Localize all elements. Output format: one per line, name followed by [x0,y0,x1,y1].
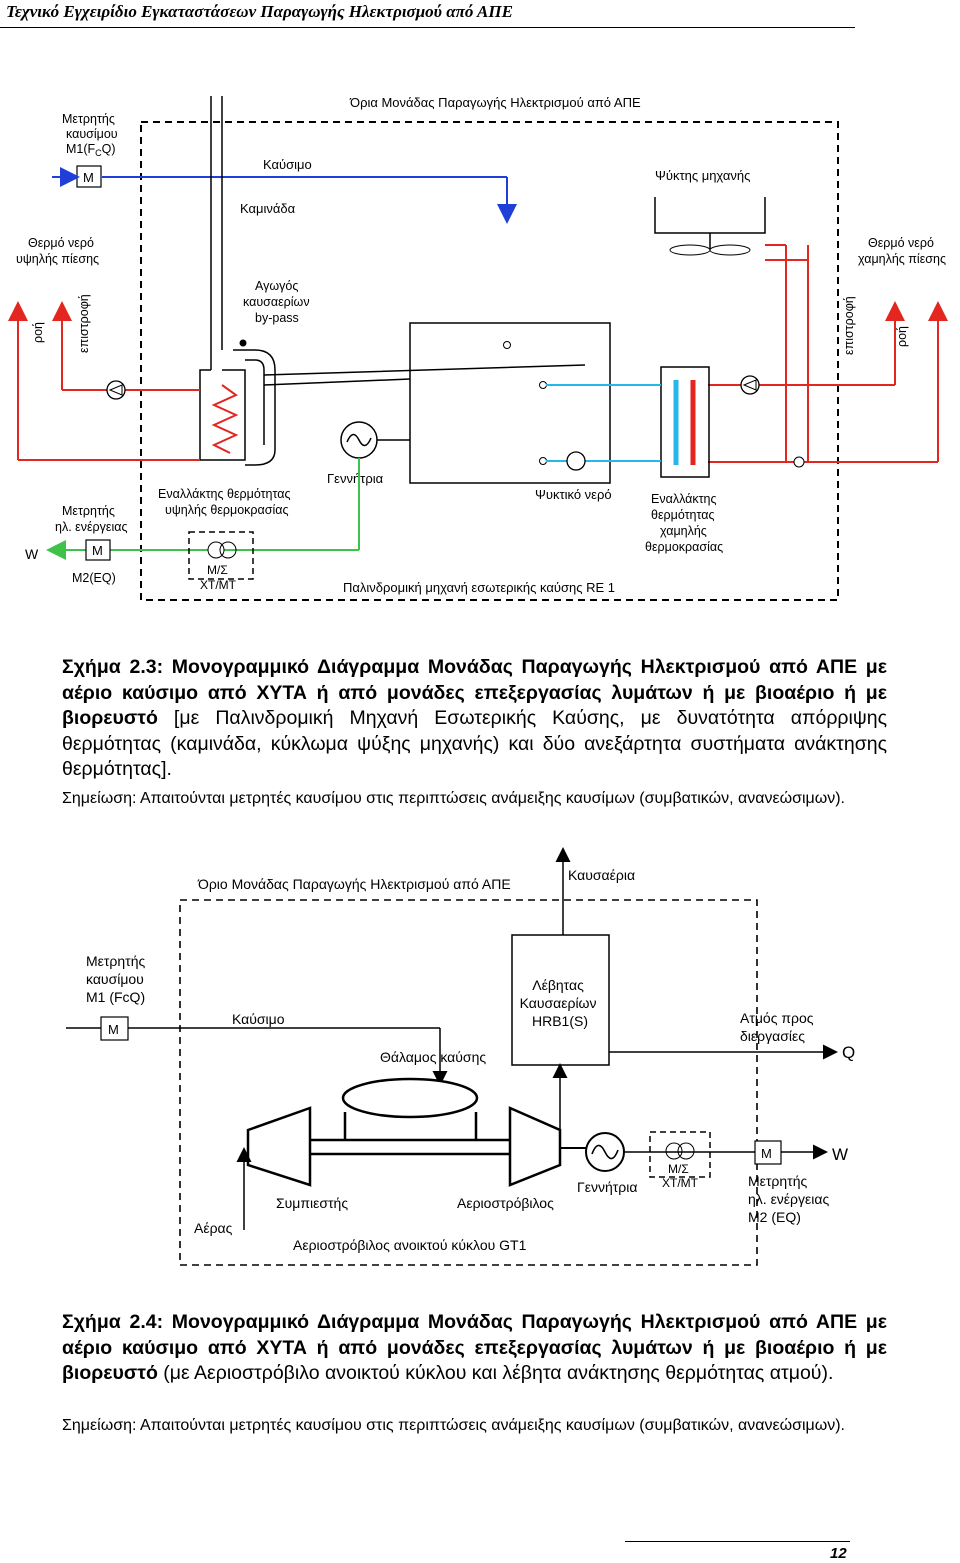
figure-2-3-note: Σημείωση: Απαιτούνται μετρητές καυσίμου … [62,790,845,807]
flow-label-left: ροή [31,322,45,343]
generator-label-2: Γεννήτρια [577,1179,637,1195]
fuel-meter-label: Μετρητής καυσίμου M1(FCQ) [62,112,121,158]
transformer-box [188,531,254,580]
meter-el-box-2 [754,1140,782,1165]
transformer-symbol-2 [665,1142,683,1160]
hot-lp-label: Θερμό νερό χαμηλής πίεσης [858,236,946,266]
gt-label: Αεριοστρόβιλος ανοικτού κύκλου GT1 [293,1237,527,1253]
bypass-duct [233,349,276,466]
page-number: 12 [830,1545,847,1562]
fuel-label: Καύσιμο [263,157,312,172]
hx-low-label: Εναλλάκτης θερμότητας χαμηλής θερμοκρασί… [645,492,723,554]
fuel-meter-symbol: M [83,170,94,185]
meter-el-symbol: M [92,543,103,558]
transformer-box-2 [649,1131,711,1178]
w-label-2: W [832,1145,848,1164]
cooling-water-label: Ψυκτικό νερό [535,487,612,502]
return-label-right: επιστροφή [842,296,856,355]
steam-label: Ατμός προς διεργασίες [740,1010,817,1044]
fuel-label-2: Καύσιμο [232,1011,285,1027]
three-way-valve [793,456,805,468]
caption2-bold: Σχήμα 2.4: Μονογραμμικό Διάγραμμα Μονάδα… [62,1311,887,1384]
generator-label: Γεννήτρια [327,471,384,486]
return-label-left: επιστροφή [77,294,91,353]
meter-el-symbol-2: M [761,1146,772,1161]
flow-label-right: ροή [895,326,909,347]
flue-gas-label: Καυσαέρια [568,867,635,883]
transformer-symbol [207,541,225,559]
meter-el-id: M2(EQ) [72,571,116,585]
stack-pipe [210,96,223,370]
transformer-label-2: M/Σ XT/MT [662,1162,699,1190]
combustor-label: Θάλαμος καύσης [380,1049,486,1065]
bypass-label: Αγωγός καυσαερίων by-pass [243,279,313,325]
cooling-pump [566,451,586,471]
hx-high-label: Εναλλάκτης θερμότητας υψηλής θερμοκρασία… [158,487,294,517]
footer-rule [625,1541,850,1542]
meter-el-label-2: Μετρητής ηλ. ενέργειας M2 (EQ) [748,1173,833,1225]
bypass-valve [239,339,247,347]
boiler-box [511,934,610,1066]
cooling-water-line [546,384,661,462]
hot-hp-label: Θερμό νερό υψηλής πίεσης [16,236,99,266]
transformer-label: M/Σ XT/MT [200,563,237,592]
radiator-unit [654,197,766,234]
engine-block [409,322,611,484]
turbine-shape [508,1106,562,1187]
compressor-shape [246,1106,312,1187]
turbine-label: Αεριοστρόβιλος [457,1195,554,1211]
combustor [341,1077,479,1119]
boundary-label: Όρια Μονάδας Παραγωγής Ηλεκτρισμού από Α… [349,95,641,110]
engine-label: Παλινδρομική μηχανή εσωτερικής καύσης RE… [343,580,615,595]
plant-boundary-2 [179,899,758,1266]
caption2-rest: (με Αεριοστρόβιλο ανοικτού κύκλου και λέ… [157,1362,834,1384]
caption1-rest: [με Παλινδρομική Μηχανή Εσωτερικής Καύση… [62,707,887,780]
boundary-label-2: Όριο Μονάδας Παραγωγής Ηλεκτρισμού από Α… [197,876,511,892]
fuel-meter-box-2 [100,1016,129,1041]
figure-2-4-note: Σημείωση: Απαιτούνται μετρητές καυσίμου … [62,1417,845,1434]
figure-2-4-diagram: Όριο Μονάδας Παραγωγής Ηλεκτρισμού από Α… [66,847,855,1266]
stack-label: Καμινάδα [240,201,296,216]
radiator-loop [785,245,809,462]
figure-2-4-caption: Σχήμα 2.4: Μονογραμμικό Διάγραμμα Μονάδα… [62,1310,887,1387]
fuel-meter-symbol-2: M [108,1022,119,1037]
boiler-label: Λέβητας Καυσαερίων HRB1(S) [520,977,601,1029]
exhaust-duct [263,364,586,386]
compressor-label: Συμπιεστής [276,1195,348,1211]
plant-boundary [140,121,839,601]
figure-2-3-caption: Σχήμα 2.3: Μονογραμμικό Διάγραμμα Μονάδα… [62,655,887,783]
hx-low-box [660,366,710,478]
header-rule [0,27,855,28]
radiator-label: Ψύκτης μηχανής [655,168,750,183]
meter-el-box [85,539,111,561]
air-label: Αέρας [194,1220,233,1236]
hx-high-coil [211,384,239,454]
fuel-meter-label-2: Μετρητής καυσίμου M1 (FcQ) [86,953,149,1005]
caption1-bold: Σχήμα 2.3: Μονογραμμικό Διάγραμμα Μονάδα… [62,656,887,729]
q-label: Q [842,1043,855,1062]
meter-el-label: Μετρητής ηλ. ενέργειας [55,504,128,534]
figure-2-3-diagram: Όρια Μονάδας Παραγωγής Ηλεκτρισμού από Α… [7,95,948,601]
page-header-title: Τεχνικό Εγχειρίδιο Εγκαταστάσεων Παραγωγ… [6,2,513,21]
w-label: W [25,546,39,562]
